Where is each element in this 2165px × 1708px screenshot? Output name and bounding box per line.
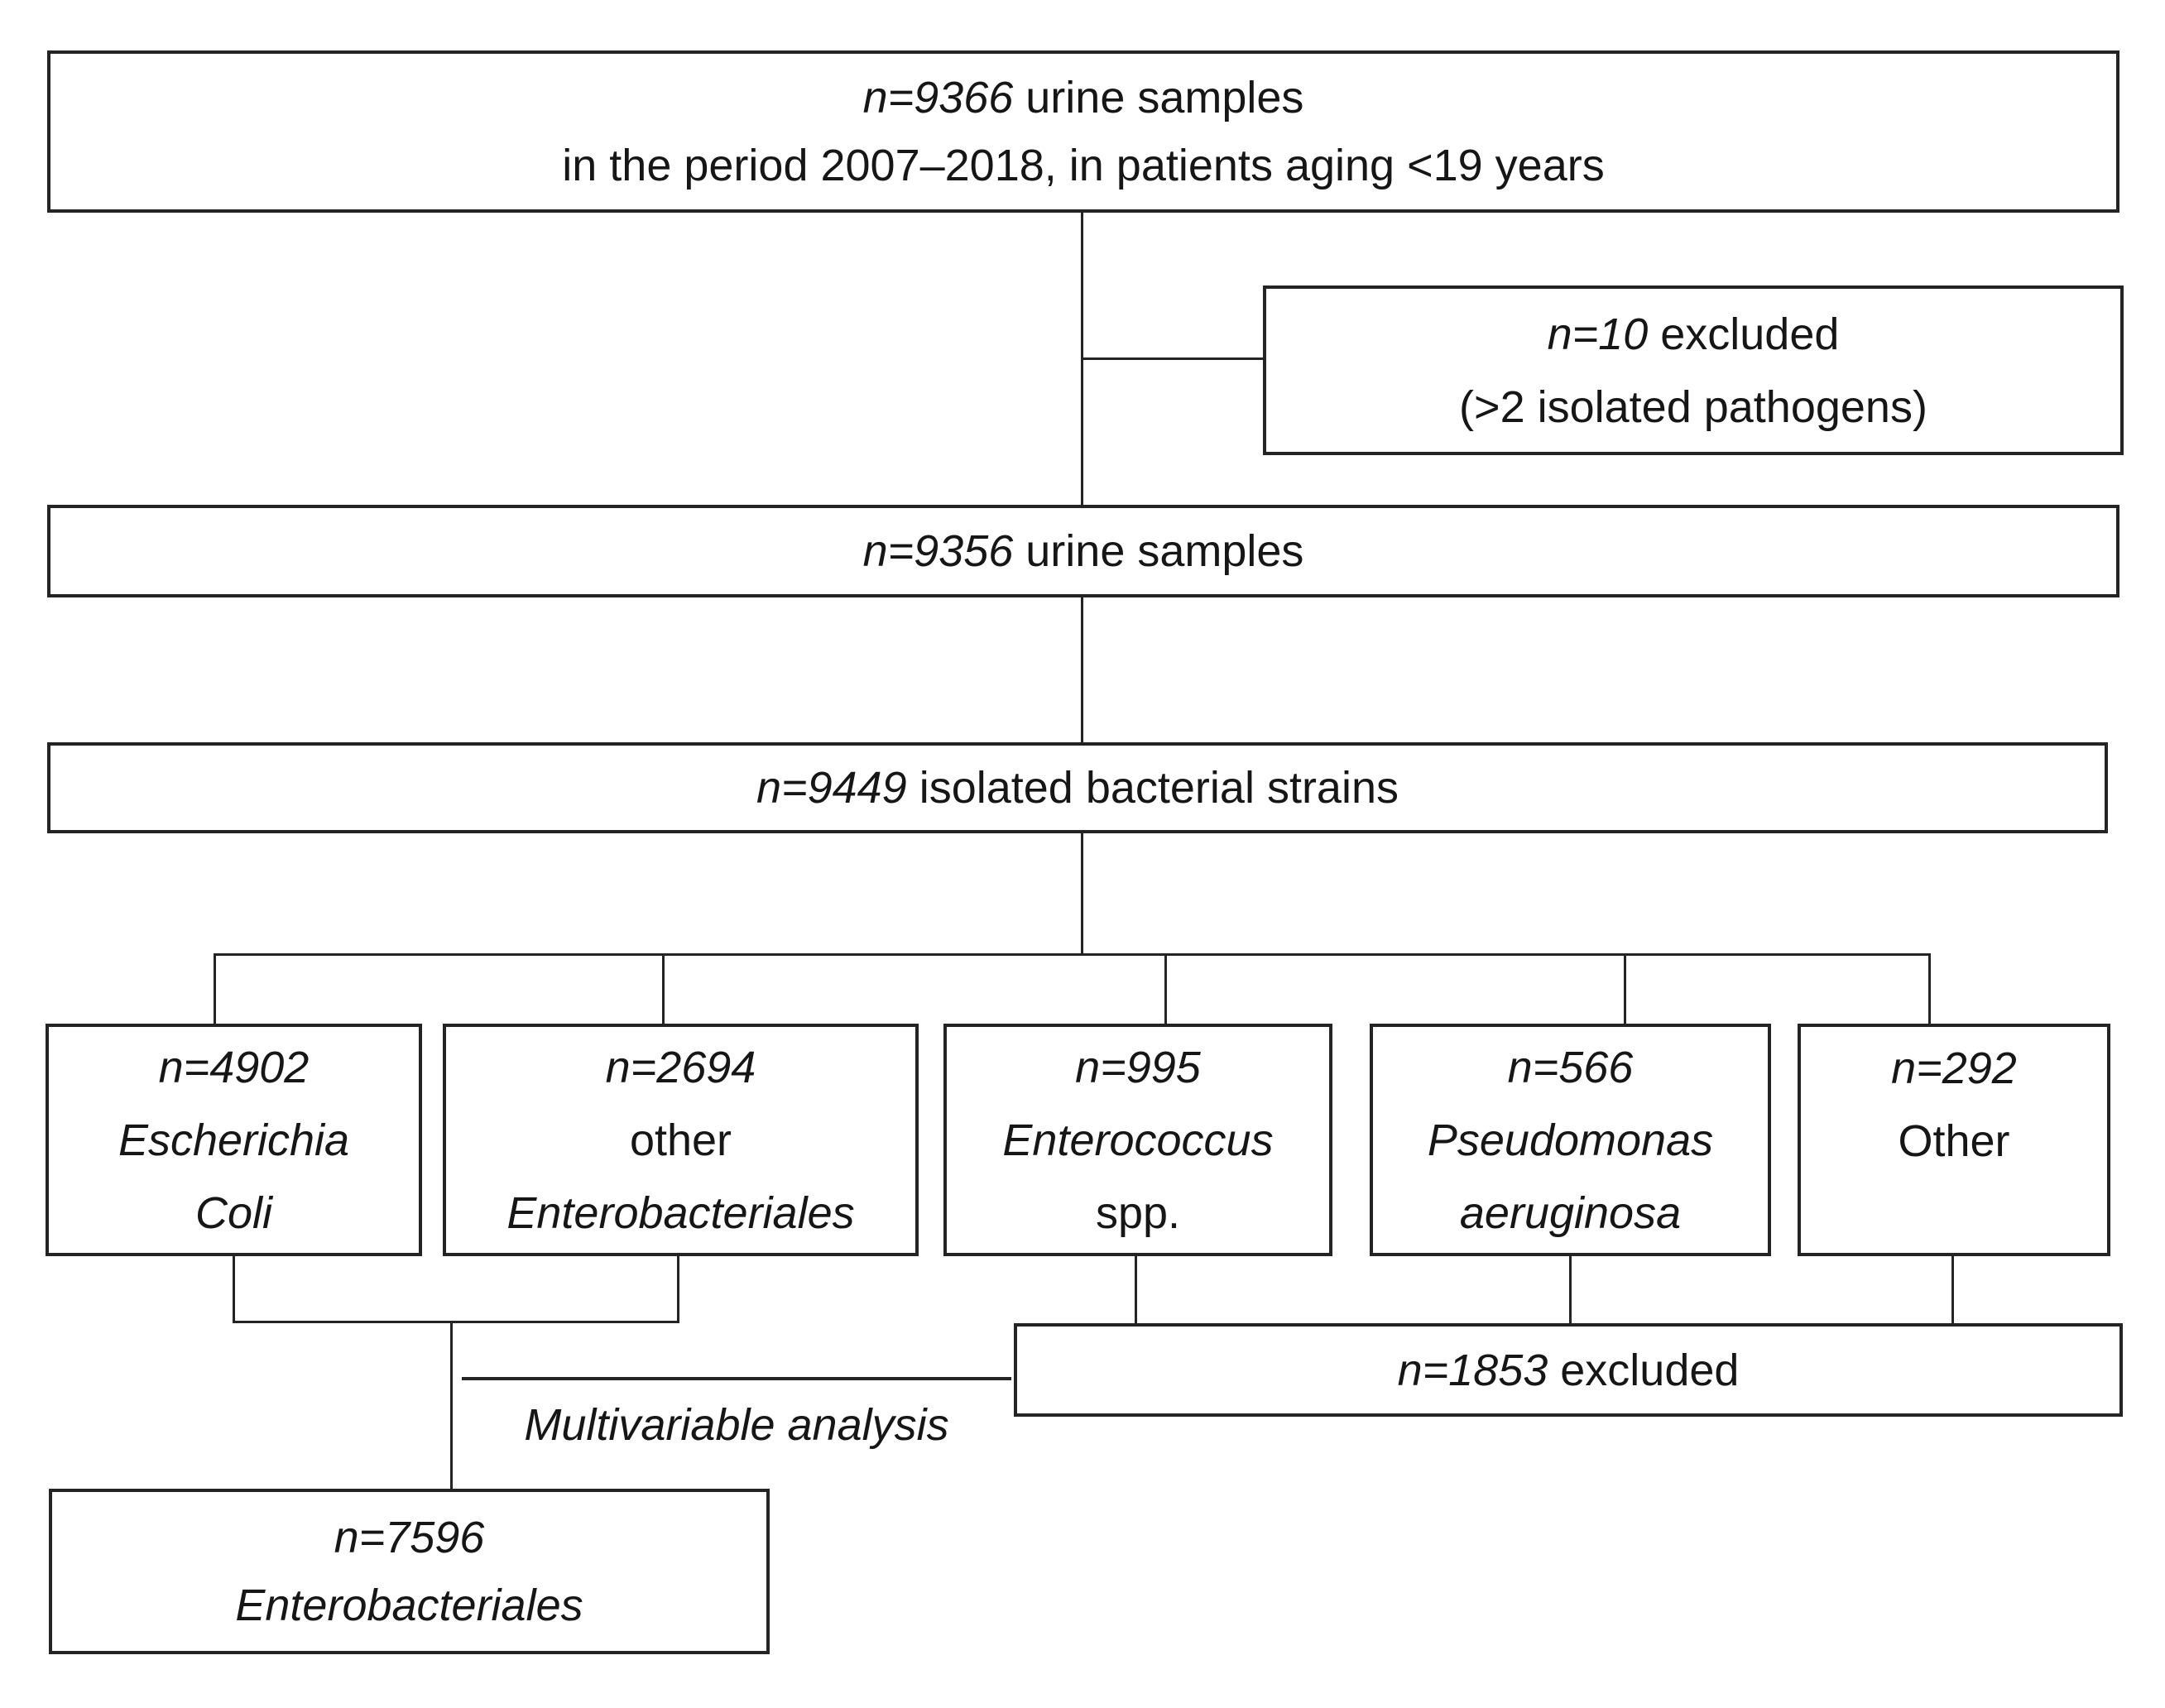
connector-stub-other-enterobacteriales xyxy=(662,953,665,1024)
count-value: n=566 xyxy=(1507,1042,1634,1092)
count-value: n=9356 xyxy=(862,526,1014,576)
connector-excluded-top-horizontal xyxy=(1081,357,1263,360)
connector-down-enterococcus xyxy=(1135,1256,1137,1323)
species-name-line2: Enterobacteriales xyxy=(506,1187,855,1238)
box-excluded-pathogens: n=10 excluded (>2 isolated pathogens) xyxy=(1263,285,2124,455)
box-species-enterococcus: n=995 Enterococcus spp. xyxy=(943,1024,1332,1256)
connector-stub-other xyxy=(1928,953,1931,1024)
box-species-escherichia-coli: n=4902 Escherichia Coli xyxy=(46,1024,422,1256)
box-bacterial-strains: n=9449 isolated bacterial strains xyxy=(47,742,2108,833)
connector-down-other-enterobacteriales xyxy=(677,1256,679,1323)
reason-line: (>2 isolated pathogens) xyxy=(1459,381,1927,432)
count-value: n=9449 xyxy=(756,763,907,813)
species-name: Enterobacteriales xyxy=(235,1581,583,1630)
connector-branch-horizontal xyxy=(214,953,1931,956)
count-value: n=7596 xyxy=(334,1513,485,1562)
connector-stub-pseudomonas xyxy=(1624,953,1626,1024)
period-line: in the period 2007–2018, in patients agi… xyxy=(562,141,1605,190)
connector-down-ecoli xyxy=(233,1256,235,1323)
count-line: n=1853 excluded xyxy=(1398,1336,1740,1404)
count-label: excluded xyxy=(1648,309,1840,359)
count-value: n=292 xyxy=(1891,1044,2017,1093)
count-label: urine samples xyxy=(1013,73,1304,122)
count-line: n=10 excluded xyxy=(1548,298,1840,371)
connector-samples-strains-vertical xyxy=(1081,597,1083,742)
species-name-line2: aeruginosa xyxy=(1459,1187,1682,1238)
connector-merge-horizontal xyxy=(233,1321,679,1323)
box-species-other-enterobacteriales: n=2694 other Enterobacteriales xyxy=(443,1024,919,1256)
connector-down-other xyxy=(1951,1256,1954,1323)
connector-final-vertical xyxy=(450,1321,453,1489)
connector-stub-enterococcus xyxy=(1164,953,1167,1024)
count-line: n=9356 urine samples xyxy=(863,517,1304,585)
box-species-other: n=292 Other xyxy=(1798,1024,2110,1256)
species-name-line1: Pseudomonas xyxy=(1427,1115,1714,1165)
box-species-pseudomonas-aeruginosa: n=566 Pseudomonas aeruginosa xyxy=(1370,1024,1771,1256)
count-value: n=995 xyxy=(1075,1042,1201,1092)
species-name-line1: Enterococcus xyxy=(1002,1115,1274,1165)
box-final-enterobacteriales: n=7596 Enterobacteriales xyxy=(49,1489,770,1654)
count-value: n=1853 xyxy=(1397,1345,1548,1395)
species-name-line1: Escherichia xyxy=(118,1115,350,1165)
count-label: urine samples xyxy=(1013,526,1304,576)
connector-strains-branch-vertical xyxy=(1081,833,1083,954)
connector-down-pseudomonas xyxy=(1569,1256,1572,1323)
multivariable-analysis-label: Multivariable analysis xyxy=(524,1400,949,1450)
species-name-line2: Coli xyxy=(194,1187,273,1238)
box-urine-samples-included: n=9356 urine samples xyxy=(47,505,2119,597)
count-value: n=2694 xyxy=(605,1042,756,1092)
box-urine-samples-total: n=9366 urine samples in the period 2007–… xyxy=(47,50,2119,213)
count-value: n=4902 xyxy=(158,1042,310,1092)
multivariable-analysis-line xyxy=(462,1377,1011,1380)
count-value: n=10 xyxy=(1547,309,1649,359)
count-label: excluded xyxy=(1548,1345,1740,1395)
connector-stub-ecoli xyxy=(214,953,216,1024)
count-line: n=9449 isolated bacterial strains xyxy=(756,754,1399,822)
count-line: n=9366 urine samples xyxy=(863,64,1304,132)
box-excluded-species: n=1853 excluded xyxy=(1014,1323,2123,1417)
species-name-line2: spp. xyxy=(1095,1187,1181,1238)
species-name-line1: Other xyxy=(1898,1116,2010,1166)
species-name-line1: other xyxy=(629,1115,732,1165)
count-value: n=9366 xyxy=(862,73,1014,122)
count-label: isolated bacterial strains xyxy=(906,763,1399,813)
